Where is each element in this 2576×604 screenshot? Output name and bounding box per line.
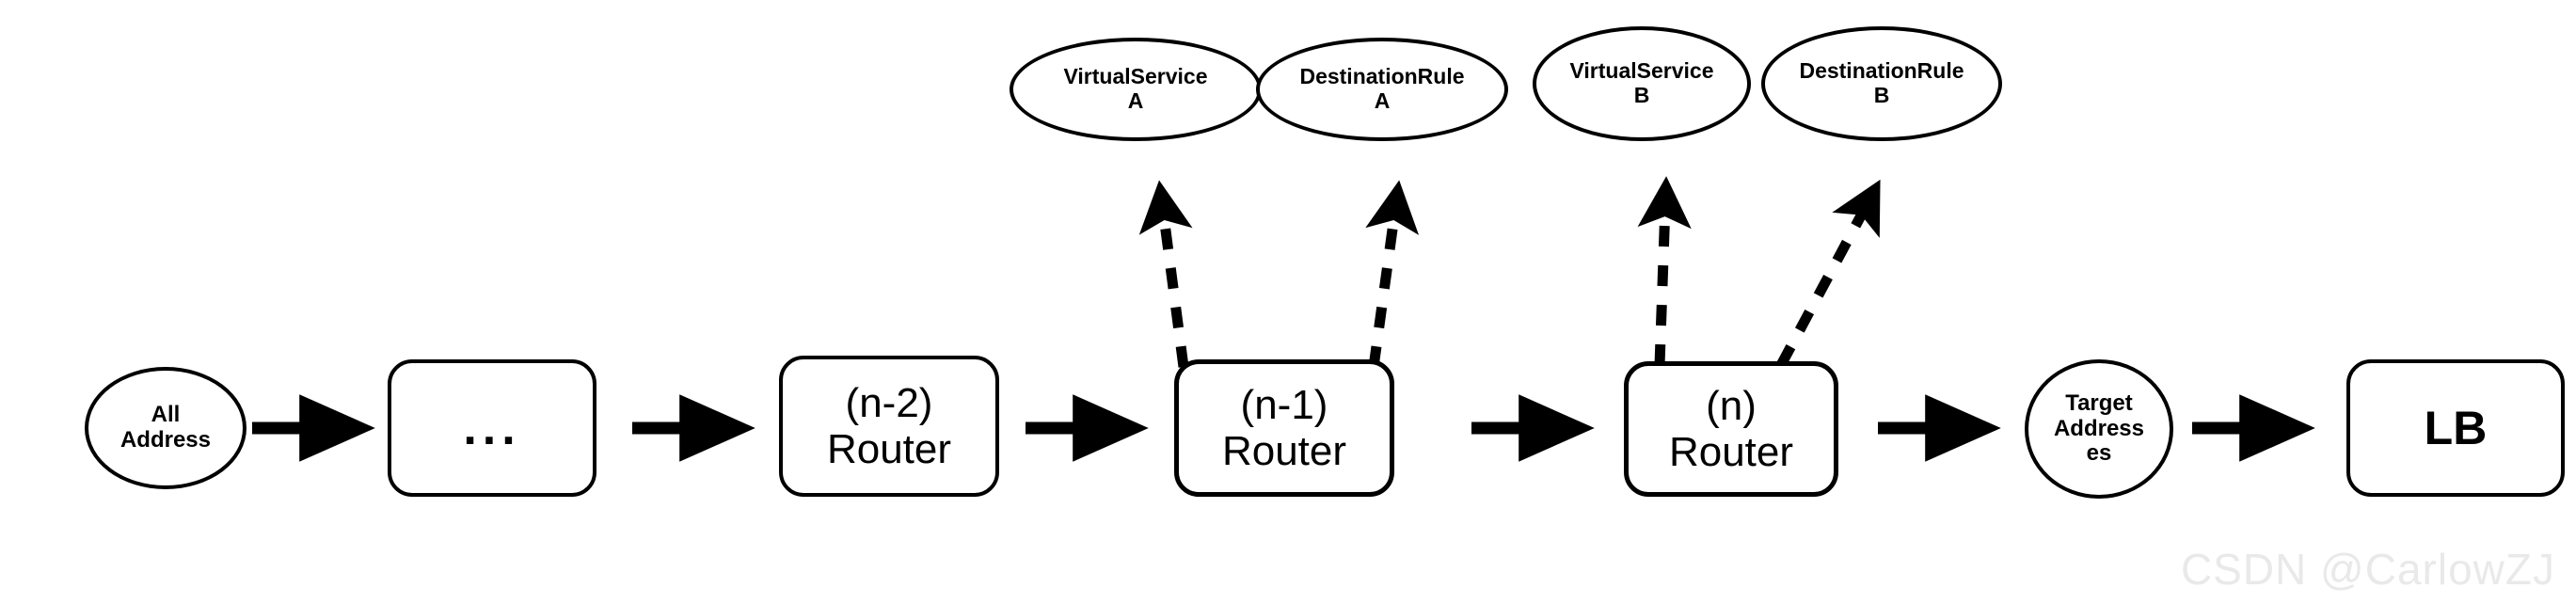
- csdn-watermark: CSDN @CarlowZJ: [2180, 545, 2555, 594]
- node-destinationrule-a-line-1: DestinationRule: [1299, 64, 1465, 89]
- node-router-n[interactable]: (n) Router: [1624, 361, 1838, 497]
- node-destinationrule-b[interactable]: DestinationRule B: [1761, 26, 2002, 141]
- node-router-n-line-2: Router: [1668, 429, 1794, 475]
- node-all-address-line-1: All: [151, 402, 181, 428]
- node-virtualservice-b-line-1: VirtualService: [1569, 58, 1714, 84]
- dashed-router-n-to-destinationrule-b: [1776, 179, 1881, 368]
- node-all-address-line-2: Address: [119, 427, 212, 453]
- node-destinationrule-a-line-2: A: [1374, 88, 1391, 113]
- node-router-n-line-1: (n): [1706, 382, 1757, 429]
- node-target-addresses[interactable]: Target Address es: [2025, 359, 2173, 499]
- node-virtualservice-a-line-1: VirtualService: [1063, 64, 1208, 89]
- node-router-n-2-line-1: (n-2): [845, 379, 933, 426]
- node-target-addresses-line-1: Target: [2065, 389, 2133, 416]
- node-virtualservice-a-line-2: A: [1127, 88, 1144, 113]
- node-lb-label: LB: [2424, 402, 2488, 454]
- node-destinationrule-b-line-1: DestinationRule: [1799, 58, 1964, 84]
- node-router-n-2[interactable]: (n-2) Router: [779, 356, 999, 497]
- node-virtualservice-b[interactable]: VirtualService B: [1533, 26, 1751, 141]
- node-ellipsis-label: ...: [463, 400, 521, 455]
- node-all-address[interactable]: All Address: [85, 367, 246, 489]
- node-lb[interactable]: LB: [2346, 359, 2565, 497]
- node-target-addresses-line-3: es: [2086, 440, 2112, 467]
- node-virtualservice-b-line-2: B: [1633, 83, 1650, 107]
- node-router-n-1-line-1: (n-1): [1240, 381, 1328, 428]
- node-destinationrule-b-line-2: B: [1873, 83, 1890, 107]
- dashed-router-n-to-virtualservice-b: [1637, 176, 1692, 366]
- node-router-n-1[interactable]: (n-1) Router: [1174, 359, 1394, 497]
- dashed-router-n-1-to-destinationrule-a: [1365, 180, 1420, 368]
- node-target-addresses-line-2: Address: [2053, 415, 2145, 441]
- node-router-n-2-line-2: Router: [826, 426, 952, 472]
- node-router-n-1-line-2: Router: [1221, 428, 1347, 474]
- dashed-router-n-1-to-virtualservice-a: [1138, 180, 1193, 368]
- node-destinationrule-a[interactable]: DestinationRule A: [1256, 38, 1508, 141]
- node-ellipsis-box[interactable]: ...: [388, 359, 596, 497]
- node-virtualservice-a[interactable]: VirtualService A: [1010, 38, 1262, 141]
